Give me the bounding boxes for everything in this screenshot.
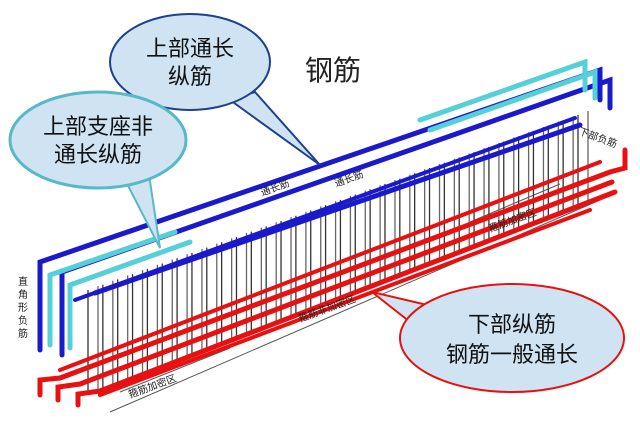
support-bar-right-2: [427, 68, 598, 133]
callout-top-long-line2: 纵筋: [168, 65, 212, 90]
diagram-title: 钢筋: [305, 54, 361, 87]
top-bar-4: [73, 116, 577, 302]
label-right-angle-neg-text: 直角形负筋: [18, 275, 28, 340]
top-longitudinal-bars: [37, 66, 613, 358]
bottom-bar-5: [58, 160, 602, 372]
bottom-bar-4: [98, 208, 592, 397]
callout-bottom-line2: 钢筋一般通长: [446, 343, 578, 368]
callout-top-support-line2: 通长纵筋: [54, 143, 142, 168]
stirrup-group: [87, 111, 589, 395]
callout-top-support: 上部支座非 通长纵筋: [8, 90, 188, 249]
callout-top-long: 上部通长 纵筋: [109, 13, 321, 166]
top-bar-2: [59, 76, 613, 358]
callout-top-long-line1: 上部通长: [146, 37, 234, 62]
callout-bottom-line1: 下部纵筋: [468, 313, 556, 338]
support-bar-left-1: [47, 229, 178, 348]
bottom-bar-1: [37, 147, 628, 398]
support-bar-left-2: [67, 239, 193, 351]
label-right-end-neg: 下部负筋: [577, 125, 619, 151]
top-support-bars: [47, 58, 598, 351]
label-right-angle-neg: 直角形负筋: [18, 275, 28, 340]
support-bar-right-1: [417, 58, 588, 123]
bottom-longitudinal-bars: [37, 147, 628, 408]
callout-top-support-line1: 上部支座非: [43, 115, 153, 140]
bottom-bar-3: [75, 189, 618, 408]
callout-bottom: 下部纵筋 钢筋一般通长: [371, 283, 625, 393]
bottom-bar-2: [55, 179, 615, 403]
